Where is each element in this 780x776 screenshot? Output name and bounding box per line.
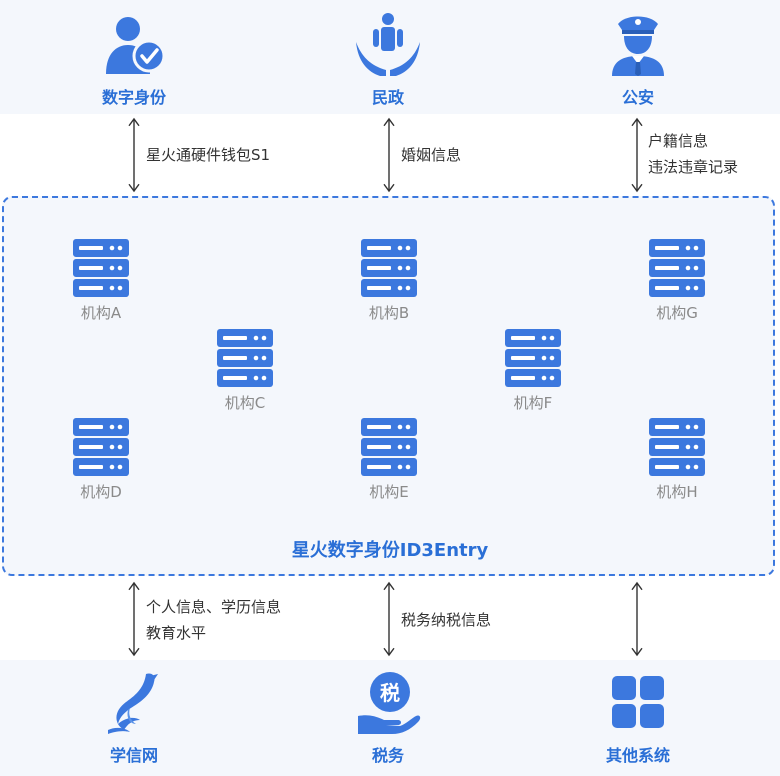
node-institution-b: 机构B xyxy=(334,239,444,323)
flow-label: 税务纳税信息 xyxy=(401,607,491,633)
server-icon xyxy=(649,418,705,476)
entity-label: 其他系统 xyxy=(605,746,670,765)
bird-logo-icon xyxy=(108,673,158,734)
node-institution-h: 机构H xyxy=(622,418,732,502)
flow-line: 个人信息、学历信息 xyxy=(146,598,282,616)
verified-user-icon xyxy=(106,17,166,74)
double-arrow-icon xyxy=(126,116,142,194)
server-icon xyxy=(73,418,129,476)
server-icon xyxy=(649,239,705,297)
police-officer-icon xyxy=(612,16,664,76)
node-institution-f: 机构F xyxy=(478,329,588,413)
flow-line: 违法违章记录 xyxy=(648,158,739,176)
flow-label: 星火通硬件钱包S1 xyxy=(146,142,270,168)
node-label: 机构D xyxy=(80,483,122,501)
flow-label: 婚姻信息 xyxy=(401,142,461,168)
node-label: 机构F xyxy=(513,394,553,412)
node-label: 机构E xyxy=(369,483,409,501)
node-label: 机构G xyxy=(656,304,698,322)
entity-label: 学信网 xyxy=(109,746,158,765)
entity-other-systems: 其他系统 xyxy=(558,670,718,766)
double-arrow-icon xyxy=(381,116,397,194)
node-institution-d: 机构D xyxy=(46,418,156,502)
grid-apps-icon xyxy=(612,676,664,728)
svg-text:税: 税 xyxy=(380,681,400,705)
tax-hand-icon: 税 xyxy=(358,672,421,734)
flow-line: 教育水平 xyxy=(146,624,207,642)
entity-label: 数字身份 xyxy=(101,88,166,107)
server-icon xyxy=(73,239,129,297)
node-label: 机构A xyxy=(80,304,122,322)
entity-tax: 税 税务 xyxy=(308,670,468,766)
server-icon xyxy=(361,239,417,297)
node-institution-g: 机构G xyxy=(622,239,732,323)
entity-civil-affairs: 民政 xyxy=(308,12,468,108)
double-arrow-icon xyxy=(629,116,645,194)
flow-line: 户籍信息 xyxy=(648,132,709,150)
server-icon xyxy=(217,329,273,387)
node-label: 机构C xyxy=(224,394,266,412)
hands-person-icon xyxy=(356,13,420,76)
double-arrow-icon xyxy=(381,580,397,658)
node-label: 机构B xyxy=(368,304,410,322)
entity-public-security: 公安 xyxy=(558,12,718,108)
node-label: 机构H xyxy=(656,483,698,501)
node-institution-e: 机构E xyxy=(334,418,444,502)
entity-label: 民政 xyxy=(371,88,404,107)
node-institution-c: 机构C xyxy=(190,329,300,413)
hub-title: 星火数字身份ID3Entry xyxy=(291,540,489,561)
node-institution-a: 机构A xyxy=(46,239,156,323)
flow-line: 婚姻信息 xyxy=(401,146,462,164)
flow-label: 个人信息、学历信息 教育水平 xyxy=(146,594,281,646)
entity-digital-identity: 数字身份 xyxy=(54,12,214,108)
entity-label: 税务 xyxy=(371,746,404,765)
flow-line: 星火通硬件钱包S1 xyxy=(146,146,271,164)
flow-label: 户籍信息 违法违章记录 xyxy=(648,128,738,180)
flow-line: 税务纳税信息 xyxy=(401,611,492,629)
double-arrow-icon xyxy=(629,580,645,658)
double-arrow-icon xyxy=(126,580,142,658)
server-icon xyxy=(361,418,417,476)
entity-label: 公安 xyxy=(621,88,654,107)
server-icon xyxy=(505,329,561,387)
entity-chsi: 学信网 xyxy=(54,670,214,766)
